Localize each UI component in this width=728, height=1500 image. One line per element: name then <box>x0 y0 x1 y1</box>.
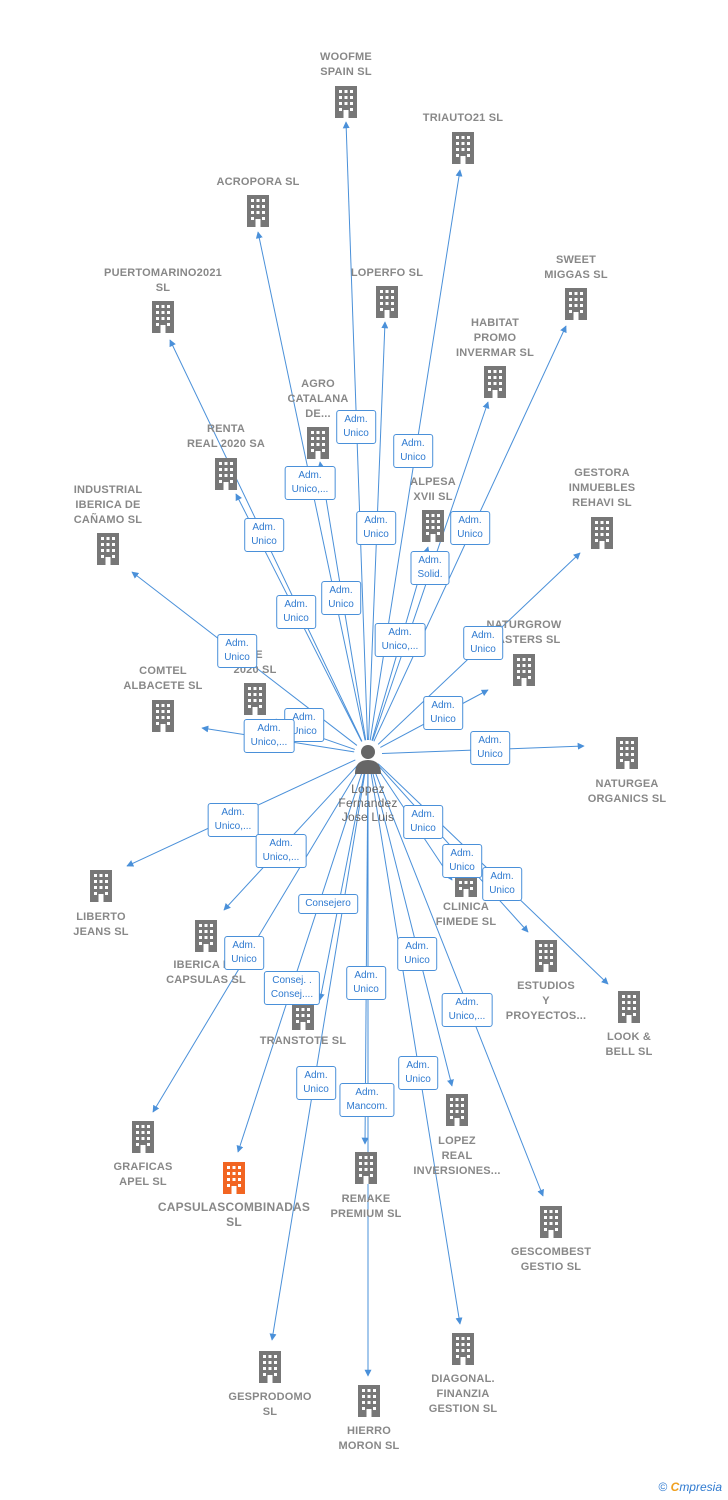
role-badge-iberica: Adm. Unico <box>403 805 443 839</box>
edge-diagonal <box>369 767 463 1325</box>
building-icon-hierro[interactable] <box>358 1385 380 1417</box>
role-badge-naturgea: Adm. Unico,... <box>207 803 259 837</box>
person-name-label[interactable]: Lopez Fernandez Jose Luis <box>338 782 398 824</box>
role-badge-woofme: Adm. Unico <box>276 595 316 629</box>
edge-capsulas <box>236 767 365 1153</box>
building-icon-graficas[interactable] <box>132 1121 154 1153</box>
role-badge-naturgrow2: Adm. Unico <box>470 731 510 765</box>
person-icon[interactable] <box>355 745 381 774</box>
building-icon-liberto[interactable] <box>90 870 112 902</box>
building-icon-renta[interactable] <box>215 458 237 490</box>
building-icon-lopezreal[interactable] <box>446 1094 468 1126</box>
company-label-lookbell[interactable]: LOOK & BELL SL <box>605 1031 653 1058</box>
role-badge-gescombest: Adm. Unico <box>398 1056 438 1090</box>
company-label-estudios[interactable]: ESTUDIOS Y PROYECTOS... <box>505 980 587 1022</box>
building-icon-remake[interactable] <box>355 1152 377 1184</box>
role-badge-triauto21: Adm. Unico <box>393 434 433 468</box>
building-icon-estudios[interactable] <box>535 940 557 972</box>
building-icon-naturgea[interactable] <box>616 737 638 769</box>
building-icon-gesprodomo[interactable] <box>259 1351 281 1383</box>
role-badge-naturgrow: Adm. Unico <box>463 626 503 660</box>
building-icon-industrial[interactable] <box>97 533 119 565</box>
edge-transtote <box>317 767 366 1001</box>
role-badge-lookbell: Adm. Unico <box>224 936 264 970</box>
company-label-capsulas[interactable]: CAPSULASCOMBINADAS SL <box>157 1200 311 1229</box>
copyright-footer: © Cmpresia <box>658 1480 722 1494</box>
building-icon-naturgrow[interactable] <box>513 654 535 686</box>
company-label-woofme[interactable]: WOOFME SPAIN SL <box>320 51 372 78</box>
company-label-sweetmiggas[interactable]: SWEET MIGGAS SL <box>544 254 608 281</box>
building-icon-alpesa[interactable] <box>422 510 444 542</box>
building-icon-iberica[interactable] <box>195 920 217 952</box>
company-label-diagonal[interactable]: DIAGONAL. FINANZIA GESTION SL <box>428 1373 498 1415</box>
company-label-transtote[interactable]: TRANSTOTE SL <box>259 1035 347 1047</box>
building-icon-gescombest[interactable] <box>540 1206 562 1238</box>
building-icon-comtel[interactable] <box>152 700 174 732</box>
building-icon-acropora[interactable] <box>247 195 269 227</box>
company-label-liberto[interactable]: LIBERTO JEANS SL <box>73 911 129 938</box>
company-label-naturgea[interactable]: NATURGEA ORGANICS SL <box>587 778 667 805</box>
building-icon-re2020[interactable] <box>244 683 266 715</box>
role-badge-alpesa: Adm. Unico <box>450 511 490 545</box>
role-badge-clinica: Adm. Unico <box>442 844 482 878</box>
role-badge-remake: Adm. Unico,... <box>441 993 493 1027</box>
company-label-acropora[interactable]: ACROPORA SL <box>216 176 300 188</box>
company-label-hierro[interactable]: HIERRO MORON SL <box>338 1425 400 1452</box>
company-label-graficas[interactable]: GRAFICAS APEL SL <box>113 1161 173 1188</box>
empresia-logo-initial: C <box>670 1480 680 1494</box>
role-badge-diagonal: Adm. Unico <box>296 1066 336 1100</box>
building-icon-habitat[interactable] <box>484 366 506 398</box>
edge-gescombest <box>372 766 544 1197</box>
company-label-comtel[interactable]: COMTEL ALBACETE SL <box>123 665 203 692</box>
company-label-clinica[interactable]: CLINICA FIMEDE SL <box>435 901 497 928</box>
role-badge-puertomarino: Adm. Unico <box>217 634 257 668</box>
role-badge-loperfo: Adm. Unico <box>336 410 376 444</box>
building-icon-lookbell[interactable] <box>618 991 640 1023</box>
company-label-habitat[interactable]: HABITAT PROMO INVERMAR SL <box>456 317 534 359</box>
role-badge-graficas: Adm. Unico <box>346 966 386 1000</box>
empresia-logo-text: mpresia <box>679 1480 722 1494</box>
company-label-gescombest[interactable]: GESCOMBEST GESTIO SL <box>510 1246 592 1273</box>
company-label-lopezreal[interactable]: LOPEZ REAL INVERSIONES... <box>413 1135 501 1177</box>
copyright-icon: © <box>658 1480 668 1494</box>
building-icon-agro[interactable] <box>307 427 329 459</box>
role-badge-renta: Adm. Unico <box>244 518 284 552</box>
company-label-loperfo[interactable]: LOPERFO SL <box>350 267 424 279</box>
company-label-gesprodomo[interactable]: GESPRODOMO SL <box>228 1391 312 1418</box>
building-icon-capsulas[interactable] <box>223 1162 245 1194</box>
role-badge-industrial: Adm. Unico <box>423 696 463 730</box>
edge-gesprodomo <box>269 767 367 1341</box>
edge-lopezreal <box>370 767 454 1087</box>
building-icon-triauto21[interactable] <box>452 132 474 164</box>
building-icon-puertomarino[interactable] <box>152 301 174 333</box>
company-label-renta[interactable]: RENTA REAL 2020 SA <box>186 423 266 450</box>
company-label-agro[interactable]: AGRO CATALANA DE... <box>287 378 349 420</box>
building-icon-loperfo[interactable] <box>376 286 398 318</box>
company-label-triauto21[interactable]: TRIAUTO21 SL <box>422 112 504 124</box>
role-badge-sweetmiggas: Adm. Unico <box>356 511 396 545</box>
role-badge-gesprodomo: Adm. Mancom. <box>339 1083 395 1117</box>
company-label-alpesa[interactable]: ALPESA XVII SL <box>410 476 456 503</box>
building-icon-woofme[interactable] <box>335 86 357 118</box>
role-badge-habitat: Adm. Solid. <box>410 551 450 585</box>
role-badge-transtote: Adm. Unico <box>397 937 437 971</box>
role-badge-agro: Adm. Unico,... <box>284 466 336 500</box>
role-badge-acropora: Adm. Unico <box>321 581 361 615</box>
role-badge-liberto: Adm. Unico,... <box>255 834 307 868</box>
role-badge-estudios: Adm. Unico <box>482 867 522 901</box>
role-badge-capsulas_consejero: Consejero <box>298 894 358 914</box>
building-icon-diagonal[interactable] <box>452 1333 474 1365</box>
edge-remake <box>361 767 369 1145</box>
role-badge-comtel: Adm. Unico,... <box>243 719 295 753</box>
company-label-puertomarino[interactable]: PUERTOMARINO2021 SL <box>104 267 222 294</box>
role-badge-gestora: Adm. Unico,... <box>374 623 426 657</box>
building-icon-sweetmiggas[interactable] <box>565 288 587 320</box>
company-label-remake[interactable]: REMAKE PREMIUM SL <box>330 1193 402 1220</box>
company-label-industrial[interactable]: INDUSTRIAL IBERICA DE CAÑAMO SL <box>73 484 143 526</box>
company-label-gestora[interactable]: GESTORA INMUEBLES REHAVI SL <box>568 467 636 509</box>
building-icon-gestora[interactable] <box>591 517 613 549</box>
role-badge-lopezreal: Consej. . Consej.... <box>263 971 321 1005</box>
